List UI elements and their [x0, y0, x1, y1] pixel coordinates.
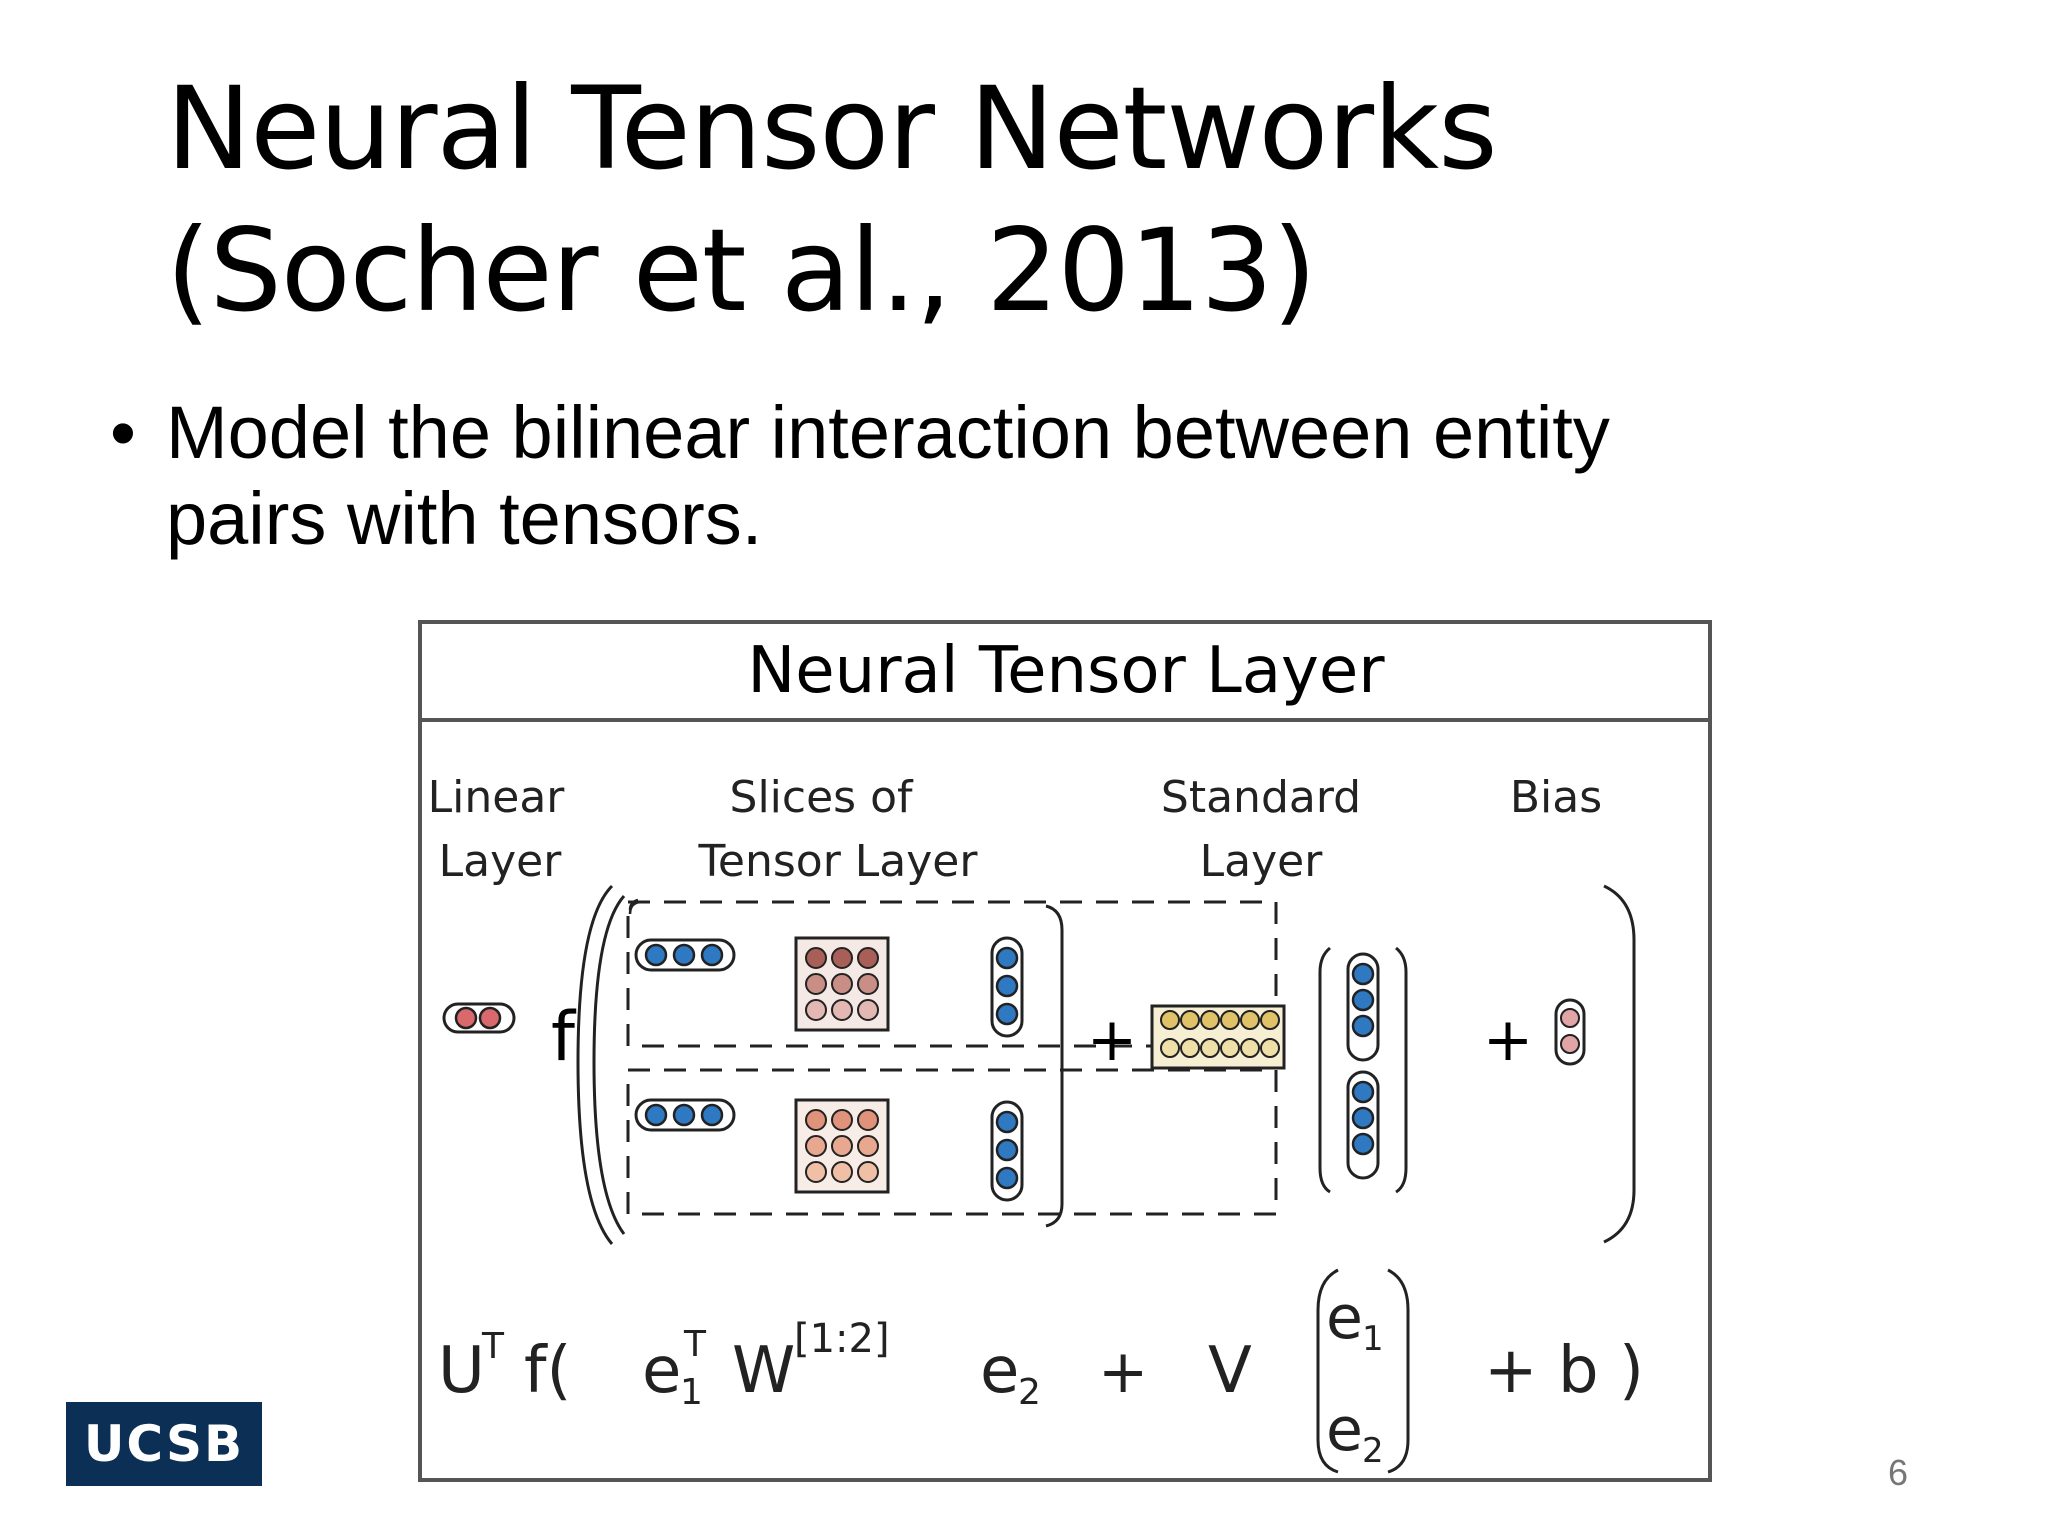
eq-V: V	[1208, 1334, 1252, 1408]
tensor-slice-1	[626, 898, 1278, 1048]
title-line-1: Neural Tensor Networks	[166, 62, 1498, 195]
eq-vec-e1: e	[1326, 1283, 1363, 1353]
eq-e1-sub: 1	[680, 1372, 703, 1413]
eq-e1: e	[642, 1334, 681, 1408]
eq-W-sup: [1:2]	[794, 1316, 890, 1362]
concatenated-entity-vector	[1318, 946, 1408, 1194]
eq-bias-close: + b )	[1484, 1334, 1644, 1408]
eq-U: U	[438, 1334, 485, 1408]
eq-W: W	[732, 1334, 795, 1408]
title-line-2: (Socher et al., 2013)	[166, 204, 1317, 337]
label-bias: Bias	[1510, 772, 1602, 823]
bullet-line-1: Model the bilinear interaction between e…	[166, 391, 1610, 474]
neural-tensor-layer-figure: Neural Tensor Layer Linear Layer Slices …	[418, 620, 1712, 1482]
figure-frame	[418, 620, 1712, 1482]
bullet-symbol: •	[110, 391, 136, 474]
tensor-slice-2	[626, 1068, 1278, 1216]
label-linear-1: Linear	[428, 772, 566, 823]
eq-vector-left-paren	[1316, 1268, 1339, 1474]
label-slices-1: Slices of	[730, 772, 914, 823]
eq-vector-right-paren	[1387, 1268, 1410, 1474]
slices-right-bracket	[1045, 904, 1064, 1228]
eq-e2-sub: 2	[1018, 1372, 1041, 1413]
slide-title: Neural Tensor Networks (Socher et al., 2…	[166, 58, 1498, 342]
plus-standard: +	[1087, 1005, 1137, 1075]
bullet-text: Model the bilinear interaction between e…	[166, 390, 1866, 562]
eq-vec-e2: e	[1326, 1395, 1363, 1465]
big-left-paren-outer	[576, 884, 614, 1245]
eq-vec-e1-sub: 1	[1362, 1319, 1384, 1359]
label-slices-2: Tensor Layer	[698, 836, 979, 887]
equation: U T f( e 1 T W [1:2] e 2 + V e 1 e 2 + b…	[438, 1268, 1644, 1474]
label-standard-1: Standard	[1161, 772, 1361, 823]
figure-header: Neural Tensor Layer	[747, 634, 1385, 708]
f-symbol: f	[551, 998, 577, 1077]
big-left-paren-inner	[592, 895, 626, 1235]
bullet-line-2: pairs with tensors.	[166, 477, 763, 560]
eq-e1-sup: T	[683, 1324, 707, 1365]
standard-layer-matrix	[1150, 1004, 1286, 1070]
page-number: 6	[1888, 1452, 1909, 1493]
ucsb-logo: UCSB	[66, 1402, 262, 1486]
bias-vector	[1554, 998, 1586, 1066]
eq-e2: e	[980, 1334, 1019, 1408]
eq-plus: +	[1098, 1337, 1148, 1407]
eq-vec-e2-sub: 2	[1362, 1431, 1384, 1471]
plus-bias: +	[1483, 1005, 1533, 1075]
big-right-paren	[1603, 884, 1636, 1244]
linear-layer-vector	[442, 1002, 516, 1034]
label-linear-2: Layer	[439, 836, 563, 887]
eq-f-open: f(	[524, 1334, 572, 1408]
label-standard-2: Layer	[1200, 836, 1324, 887]
eq-U-sup: T	[481, 1326, 505, 1367]
